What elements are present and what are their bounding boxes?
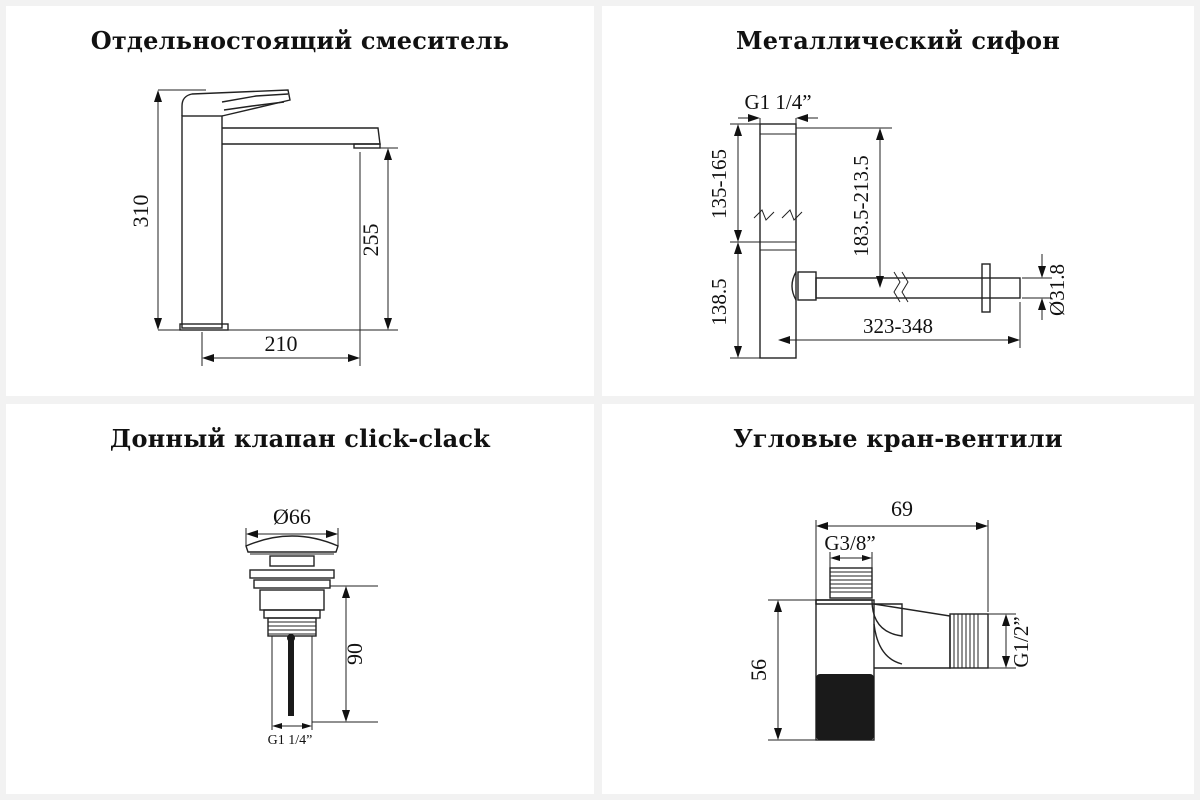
- dim-label-outlet-height: 183.5-213.5: [849, 155, 873, 257]
- angle-valve-outline: [815, 567, 989, 741]
- siphon-drawing: G1 1/4” 135-165 138.5: [707, 90, 1069, 359]
- panel-click-clack-valve: Донный клапан click-clack: [6, 404, 594, 794]
- siphon-outline: [753, 123, 1021, 359]
- dim-height: 90: [312, 585, 378, 723]
- valve-outline: [245, 535, 339, 722]
- dim-label-thread-side: G1/2”: [1009, 616, 1033, 667]
- panel-title: Угловые кран-вентили: [733, 424, 1063, 453]
- dim-diameter: Ø66: [245, 504, 339, 546]
- angle-valve-drawing: 69 G3/8” 56: [746, 496, 1033, 741]
- dim-width: 69: [815, 496, 989, 612]
- dim-label-height: 56: [746, 659, 771, 681]
- dim-label-width: 69: [891, 496, 913, 521]
- dim-upper: 135-165: [707, 123, 760, 243]
- dim-lower: 138.5: [707, 242, 760, 359]
- dim-label-diameter: Ø31.8: [1045, 264, 1069, 316]
- dim-label-thread: G1 1/4”: [268, 733, 313, 748]
- valve-drawing: Ø66 90 G1 1/4”: [245, 504, 378, 748]
- dim-thread: G1 1/4”: [738, 90, 818, 126]
- panel-freestanding-mixer: Отдельностоящий смеситель 310: [6, 6, 594, 396]
- dim-total-height: 310: [128, 89, 206, 331]
- mixer-drawing: 310 255 210: [128, 89, 398, 366]
- dim-label-255: 255: [358, 224, 383, 257]
- mixer-outline: [179, 89, 381, 331]
- dim-label-thread-top: G3/8”: [824, 531, 875, 555]
- dim-diameter: Ø31.8: [1022, 254, 1069, 320]
- dim-label-310: 310: [128, 195, 153, 228]
- panel-title: Донный клапан click-clack: [109, 424, 491, 453]
- dim-reach: 210: [201, 152, 361, 366]
- panel-metal-siphon: Металлический сифон: [602, 6, 1194, 396]
- dim-label-lower: 138.5: [707, 278, 731, 325]
- dim-label-upper: 135-165: [707, 149, 731, 219]
- panel-title: Отдельностоящий смеситель: [90, 26, 510, 55]
- panel-title: Металлический сифон: [735, 26, 1061, 55]
- dim-thread: G1 1/4”: [268, 722, 313, 748]
- dim-spout-height: 255: [228, 147, 398, 331]
- dim-label-height: 90: [342, 643, 367, 665]
- dim-label-thread: G1 1/4”: [744, 90, 811, 114]
- dim-label-length: 323-348: [863, 314, 933, 338]
- dim-outlet-height: 183.5-213.5: [796, 127, 892, 288]
- dim-thread-top: G3/8”: [824, 531, 876, 568]
- dim-height: 56: [746, 599, 816, 741]
- dim-length: 323-348: [778, 302, 1021, 348]
- dim-label-210: 210: [265, 331, 298, 356]
- panel-angle-valves: Угловые кран-вентили: [602, 404, 1194, 794]
- dim-thread-side: G1/2”: [988, 613, 1033, 669]
- dim-label-diameter: Ø66: [273, 504, 311, 529]
